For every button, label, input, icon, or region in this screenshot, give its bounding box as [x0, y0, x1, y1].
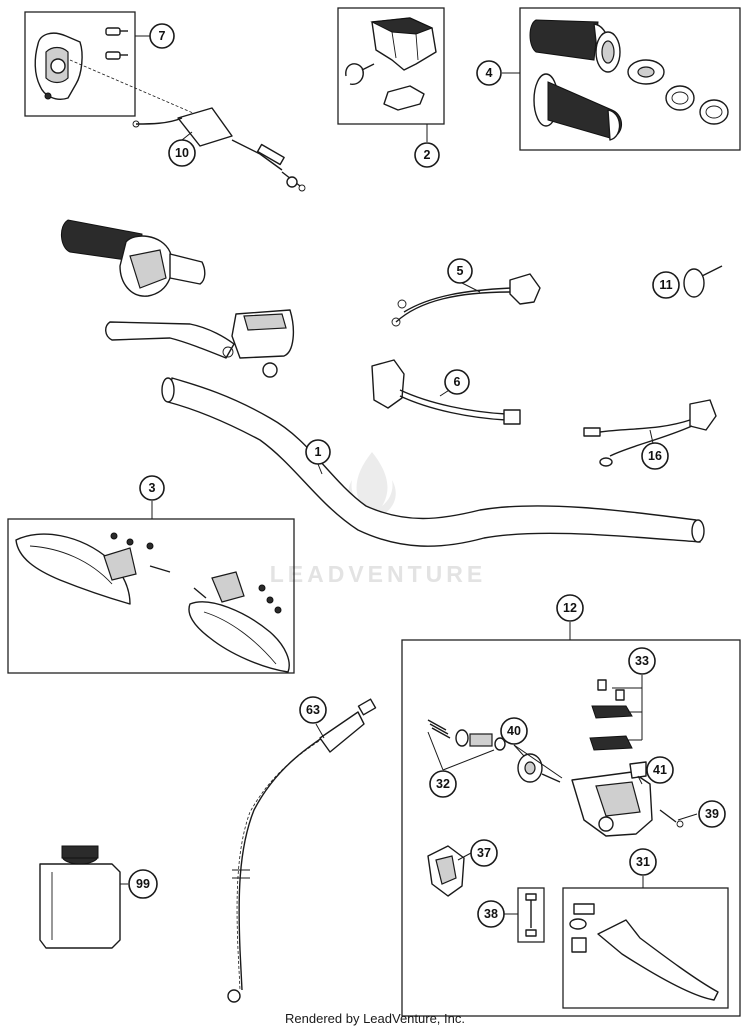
- callout-33-label: 33: [635, 654, 649, 668]
- callout-31-label: 31: [636, 855, 650, 869]
- callout-38: 38: [477, 900, 505, 928]
- cover-37: [427, 845, 465, 897]
- callout-12-label: 12: [563, 601, 577, 615]
- callout-99-label: 99: [136, 877, 150, 891]
- frame-cover: [337, 7, 445, 125]
- brake-lever: [569, 903, 719, 1001]
- callout-31: 31: [629, 848, 657, 876]
- piston-40: [517, 753, 561, 783]
- callout-6-label: 6: [454, 375, 461, 389]
- callout-7: 7: [149, 23, 175, 49]
- handlebar-end-left: [161, 377, 175, 403]
- callout-10: 10: [168, 139, 196, 167]
- pin-38: [517, 887, 545, 943]
- watermark-text: LEADVENTURE: [270, 561, 487, 587]
- cover-clamp: [345, 63, 425, 111]
- assembly-line-throttle: [69, 59, 201, 117]
- callout-41-label: 41: [653, 763, 667, 777]
- callout-16: 16: [641, 442, 669, 470]
- callout-1: 1: [305, 439, 331, 465]
- callout-99: 99: [128, 869, 158, 899]
- callout-12: 12: [556, 594, 584, 622]
- brake-hose: [227, 698, 377, 1003]
- callout-40: 40: [500, 717, 528, 745]
- switch-cover: [370, 17, 437, 71]
- callout-10-label: 10: [175, 146, 189, 160]
- watermark: LEADVENTURE: [270, 452, 487, 587]
- handguard-left: [15, 532, 171, 605]
- callout-6: 6: [444, 369, 470, 395]
- callout-1-label: 1: [315, 445, 322, 459]
- callout-39-label: 39: [705, 807, 719, 821]
- callout-32-label: 32: [436, 777, 450, 791]
- frame-grips: [519, 7, 741, 151]
- handguard-right: [188, 571, 290, 673]
- callout-2: 2: [414, 142, 440, 168]
- callout-39: 39: [698, 800, 726, 828]
- callout-4-label: 4: [486, 66, 493, 80]
- handlebar-end-right: [691, 519, 705, 543]
- callout-11-label: 11: [659, 278, 672, 292]
- frame-throttle: [24, 11, 136, 117]
- frame-front-brake: [401, 639, 741, 1017]
- callout-3-label: 3: [149, 481, 156, 495]
- grip-cams: [627, 59, 729, 125]
- callout-37: 37: [470, 839, 498, 867]
- handlebar: [167, 377, 701, 547]
- callout-11: 11: [652, 271, 680, 299]
- watermark-flame-icon: [348, 452, 396, 520]
- frame-handguards: [7, 518, 295, 674]
- throttle-cable: [132, 107, 306, 192]
- grip-upper: [529, 19, 621, 73]
- callout-5-label: 5: [457, 264, 464, 278]
- callout-63: 63: [299, 696, 327, 724]
- footer-credit: Rendered by LeadVenture, Inc.: [285, 1011, 465, 1026]
- pad-screws-33: [589, 679, 633, 751]
- throttle-housing: [34, 32, 83, 100]
- wiring-16: [583, 399, 717, 467]
- callout-37-label: 37: [477, 846, 491, 860]
- wiring-5: [391, 273, 541, 327]
- assembled-grip-throttle: [61, 219, 206, 297]
- callout-2-label: 2: [424, 148, 431, 162]
- frame-brake-lever: [562, 887, 729, 1009]
- callout-3: 3: [139, 475, 165, 501]
- pin-39: [659, 809, 684, 828]
- piston-kit-32: [427, 719, 506, 751]
- callout-4: 4: [476, 60, 502, 86]
- brake-fluid-bottle: [39, 845, 121, 949]
- master-cylinder: [571, 761, 653, 837]
- callout-41: 41: [646, 756, 674, 784]
- grip-lower: [533, 73, 622, 141]
- assembled-lever-master-cylinder: [105, 309, 295, 378]
- leader-lines: [120, 35, 698, 915]
- callout-33: 33: [628, 647, 656, 675]
- callout-7-label: 7: [159, 29, 166, 43]
- callout-40-label: 40: [507, 724, 521, 738]
- screws-throttle: [105, 27, 128, 60]
- switch-6: [371, 359, 521, 425]
- callout-63-label: 63: [306, 703, 320, 717]
- callout-32: 32: [429, 770, 457, 798]
- cable-tie: [683, 265, 723, 298]
- callout-5: 5: [447, 258, 473, 284]
- callout-16-label: 16: [648, 449, 662, 463]
- callout-38-label: 38: [484, 907, 498, 921]
